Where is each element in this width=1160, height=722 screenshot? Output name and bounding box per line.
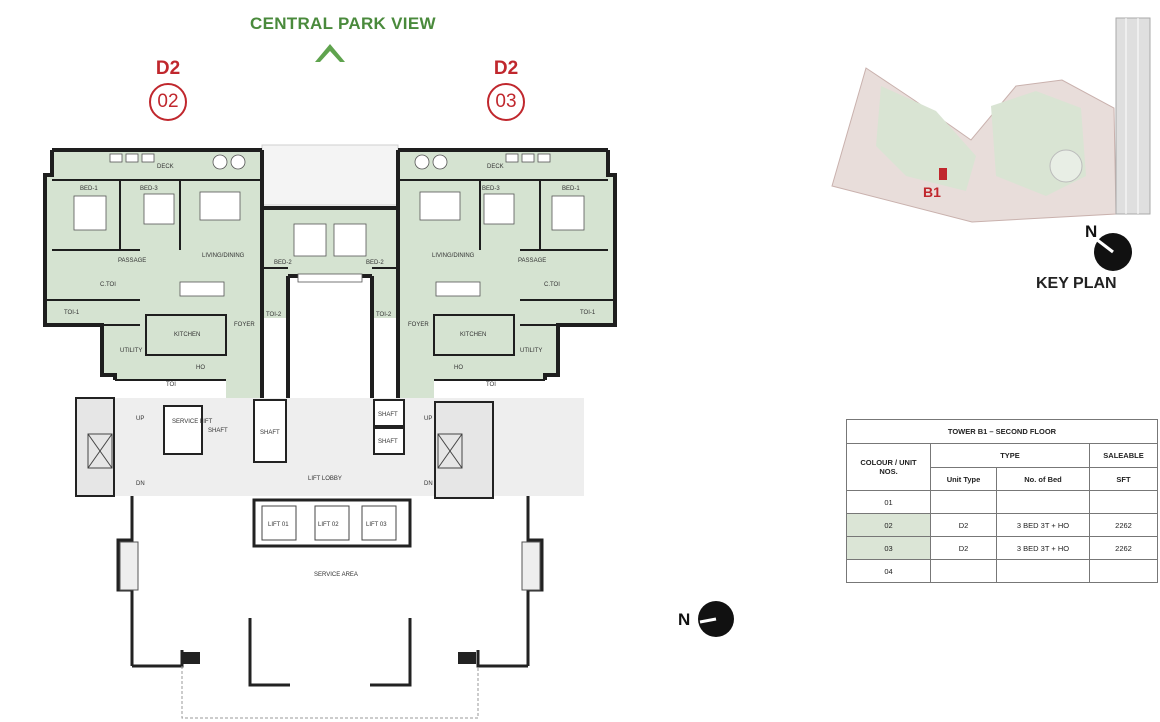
north-label: N bbox=[678, 610, 691, 629]
room-label: BED-1 bbox=[80, 186, 98, 192]
table-row: 04 bbox=[846, 559, 1158, 583]
col-header-sft: SFT bbox=[1089, 467, 1158, 491]
key-plan-title: KEY PLAN bbox=[1036, 275, 1117, 292]
stair-label: UP bbox=[136, 416, 144, 422]
stair-label: UP bbox=[424, 416, 432, 422]
col-header-saleable: SALEABLE bbox=[1089, 443, 1158, 468]
col-header-no-of-bed: No. of Bed bbox=[996, 467, 1090, 491]
room-label: BED-2 bbox=[366, 260, 384, 266]
sft-cell: 2262 bbox=[1089, 536, 1158, 560]
bed-2-wing bbox=[262, 208, 398, 394]
room-label: BED-1 bbox=[562, 186, 580, 192]
bed-cell: 3 BED 3T + HO bbox=[996, 536, 1090, 560]
col-header-type: TYPE bbox=[930, 443, 1090, 468]
unit-number-badge: 02 bbox=[149, 83, 187, 121]
unit-number-badge: 03 bbox=[487, 83, 525, 121]
room-label: LIVING/DINING bbox=[202, 253, 245, 259]
room-label: LIVING/DINING bbox=[432, 253, 475, 259]
bed-cell: 3 BED 3T + HO bbox=[996, 513, 1090, 537]
sft-cell bbox=[1089, 559, 1158, 583]
sft-cell bbox=[1089, 490, 1158, 514]
up-arrow-icon bbox=[315, 44, 345, 62]
room-label: LIFT LOBBY bbox=[308, 476, 342, 482]
key-plan-map bbox=[831, 17, 1151, 223]
room-label: SHAFT bbox=[260, 430, 280, 436]
room-label: KITCHEN bbox=[174, 332, 200, 338]
stair-label: DN bbox=[424, 481, 433, 487]
unit-03-area bbox=[398, 150, 615, 402]
room-label: SHAFT bbox=[378, 412, 398, 418]
unit-cell: 03 bbox=[846, 536, 931, 560]
room-label: BED-3 bbox=[140, 186, 158, 192]
room-label: FOYER bbox=[408, 322, 429, 328]
unit-cell: 04 bbox=[846, 559, 931, 583]
central-park-view-label: CENTRAL PARK VIEW bbox=[250, 14, 436, 33]
room-label: PASSAGE bbox=[518, 258, 546, 264]
room-label: DECK bbox=[487, 164, 504, 170]
unit-type-cell: D2 bbox=[930, 513, 997, 537]
room-label: TOI bbox=[166, 382, 176, 388]
room-label: SHAFT bbox=[378, 439, 398, 445]
room-label: FOYER bbox=[234, 322, 255, 328]
room-label: C.TOI bbox=[100, 282, 116, 288]
unit-type-label: D2 bbox=[155, 58, 181, 79]
room-label: SERVICE AREA bbox=[314, 572, 358, 578]
room-label: TOI-1 bbox=[580, 310, 596, 316]
unit-cell: 01 bbox=[846, 490, 931, 514]
col-header-colour: COLOUR / UNIT NOS. bbox=[846, 443, 931, 491]
unit-type-cell bbox=[930, 559, 997, 583]
unit-type-cell: D2 bbox=[930, 536, 997, 560]
unit-type-cell bbox=[930, 490, 997, 514]
room-label: SHAFT bbox=[208, 428, 228, 434]
unit-cell: 02 bbox=[846, 513, 931, 537]
table-row: 03 D2 3 BED 3T + HO 2262 bbox=[846, 536, 1158, 560]
unit-type-label: D2 bbox=[493, 58, 519, 79]
table-row: 01 bbox=[846, 490, 1158, 514]
room-label: TOI-2 bbox=[266, 312, 282, 318]
north-label: N bbox=[1085, 222, 1098, 241]
room-label: TOI bbox=[486, 382, 496, 388]
room-label: HO bbox=[454, 365, 463, 371]
north-compass-icon bbox=[698, 601, 734, 637]
core bbox=[75, 397, 584, 499]
tower-marker: B1 bbox=[923, 184, 941, 200]
room-label: LIFT 01 bbox=[268, 522, 289, 528]
room-label: KITCHEN bbox=[460, 332, 486, 338]
room-label: UTILITY bbox=[120, 348, 142, 354]
room-label: SERVICE LIFT bbox=[172, 419, 213, 425]
room-label: C.TOI bbox=[544, 282, 560, 288]
room-label: HO bbox=[196, 365, 205, 371]
lift-bank bbox=[252, 498, 412, 548]
room-label: UTILITY bbox=[520, 348, 542, 354]
table-row: 02 D2 3 BED 3T + HO 2262 bbox=[846, 513, 1158, 537]
north-compass-icon bbox=[1094, 233, 1132, 271]
room-label: BED-3 bbox=[482, 186, 500, 192]
room-label: LIFT 03 bbox=[366, 522, 387, 528]
furniture bbox=[73, 153, 585, 297]
room-label: TOI-2 bbox=[376, 312, 392, 318]
room-label: LIFT 02 bbox=[318, 522, 339, 528]
floor-plan: DECK DECK BED-1 BED-3 BED-3 BED-1 LIVING… bbox=[43, 144, 617, 719]
bed-cell bbox=[996, 490, 1090, 514]
table-title: TOWER B1 – SECOND FLOOR bbox=[846, 419, 1158, 444]
room-label: DECK bbox=[157, 164, 174, 170]
room-label: TOI-1 bbox=[64, 310, 80, 316]
sft-cell: 2262 bbox=[1089, 513, 1158, 537]
room-label: PASSAGE bbox=[118, 258, 146, 264]
col-header-unit-type: Unit Type bbox=[930, 467, 997, 491]
area-table: TOWER B1 – SECOND FLOOR COLOUR / UNIT NO… bbox=[846, 419, 1158, 583]
room-label: BED-2 bbox=[274, 260, 292, 266]
stair-label: DN bbox=[136, 481, 145, 487]
bed-cell bbox=[996, 559, 1090, 583]
